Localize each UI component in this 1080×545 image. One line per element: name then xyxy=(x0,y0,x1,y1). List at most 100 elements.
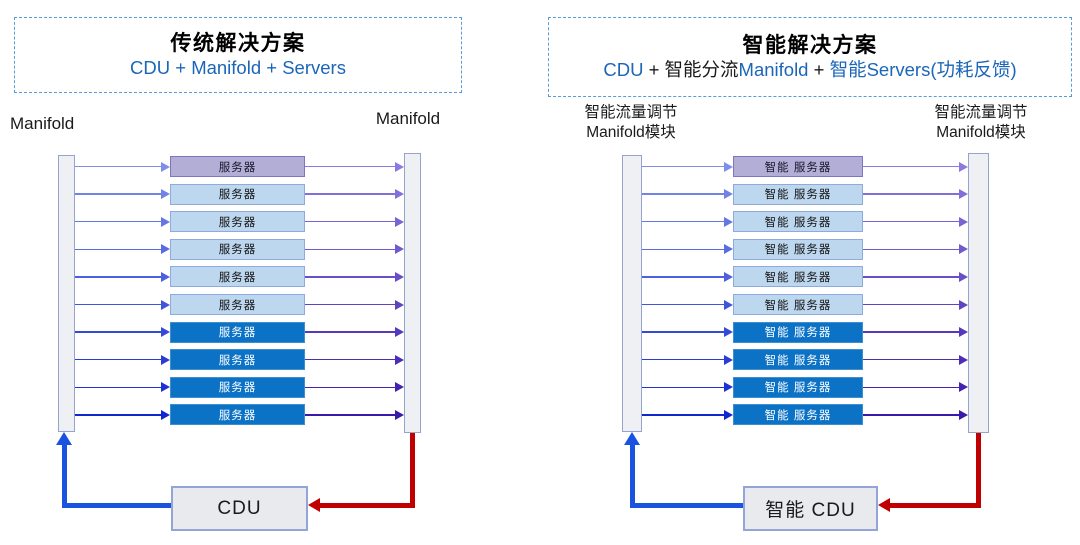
return-loop-arrowhead-icon xyxy=(878,498,890,512)
subtitle-segment: 智能分流 xyxy=(664,59,739,81)
manifold-label-line: Manifold模块 xyxy=(586,124,676,142)
supply-loop-vertical xyxy=(629,443,635,508)
server-box: 服务器 xyxy=(170,266,305,288)
return-loop-vertical xyxy=(409,433,415,508)
supply-arrowhead-icon xyxy=(724,244,733,255)
return-line xyxy=(305,248,396,251)
supply-arrowhead-icon xyxy=(161,271,170,282)
supply-arrowhead-icon xyxy=(724,327,733,338)
supply-arrowhead-icon xyxy=(724,382,733,393)
return-arrowhead-icon xyxy=(395,189,404,200)
server-box: 服务器 xyxy=(170,321,305,343)
subtitle-segment: CDU + Manifold + Servers xyxy=(130,57,346,79)
return-arrowhead-icon xyxy=(395,354,404,365)
return-line xyxy=(863,386,960,389)
manifold-label-line: 智能流量调节 xyxy=(934,104,1028,121)
server-box: 智能 服务器 xyxy=(733,266,863,288)
return-line xyxy=(863,220,960,223)
return-arrowhead-icon xyxy=(395,382,404,393)
subtitle-segment: CDU xyxy=(603,59,649,81)
supply-line xyxy=(75,165,162,168)
return-arrowhead-icon xyxy=(395,299,404,310)
return-arrowhead-icon xyxy=(959,327,968,338)
server-label: 智能 服务器 xyxy=(764,382,832,395)
supply-line xyxy=(75,220,162,223)
return-loop-horizontal xyxy=(319,502,415,508)
server-box: 智能 服务器 xyxy=(733,321,863,343)
server-box: 服务器 xyxy=(170,294,305,315)
server-label: 服务器 xyxy=(218,354,257,367)
supply-line xyxy=(642,193,725,195)
return-loop-horizontal xyxy=(889,502,981,508)
supply-loop-horizontal xyxy=(629,502,743,508)
supply-arrowhead-icon xyxy=(724,409,733,420)
server-label: 服务器 xyxy=(218,382,257,395)
server-box: 智能 服务器 xyxy=(733,404,863,426)
supply-arrowhead-icon xyxy=(161,409,170,420)
return-loop-vertical xyxy=(975,433,981,508)
supply-arrowhead-icon xyxy=(161,244,170,255)
server-label: 服务器 xyxy=(218,271,257,284)
return-arrowhead-icon xyxy=(395,409,404,420)
server-label: 服务器 xyxy=(218,216,257,229)
server-label: 智能 服务器 xyxy=(764,327,832,340)
subtitle-segment: + xyxy=(648,59,665,81)
manifold-bar-right xyxy=(404,153,421,433)
server-label: 智能 服务器 xyxy=(764,161,832,174)
return-line xyxy=(305,220,396,223)
supply-line xyxy=(75,248,162,251)
supply-line xyxy=(642,414,725,416)
return-arrowhead-icon xyxy=(959,161,968,172)
server-label: 智能 服务器 xyxy=(764,409,832,422)
return-line xyxy=(863,248,960,251)
server-label: 智能 服务器 xyxy=(764,244,832,257)
supply-line xyxy=(642,358,725,361)
return-line xyxy=(863,303,960,306)
return-arrowhead-icon xyxy=(959,244,968,255)
manifold-label-left: Manifold xyxy=(10,113,130,135)
return-line xyxy=(305,358,396,361)
cdu-label: 智能 CDU xyxy=(765,500,856,521)
return-arrowhead-icon xyxy=(959,271,968,282)
return-arrowhead-icon xyxy=(959,354,968,365)
server-label: 服务器 xyxy=(218,299,257,312)
return-line xyxy=(305,276,396,278)
solution-title-box: 传统解决方案 CDU + Manifold + Servers xyxy=(14,17,462,93)
server-box: 服务器 xyxy=(170,349,305,371)
server-label: 服务器 xyxy=(218,161,257,174)
return-arrowhead-icon xyxy=(395,271,404,282)
supply-line xyxy=(75,276,162,278)
supply-arrowhead-icon xyxy=(724,189,733,200)
supply-arrowhead-icon xyxy=(724,216,733,227)
server-label: 服务器 xyxy=(218,327,257,340)
supply-arrowhead-icon xyxy=(161,216,170,227)
supply-line xyxy=(75,303,162,306)
supply-arrowhead-icon xyxy=(724,271,733,282)
return-line xyxy=(305,414,396,416)
solution-subtitle: CDU + Manifold + Servers xyxy=(130,57,346,79)
return-arrowhead-icon xyxy=(959,216,968,227)
supply-line xyxy=(75,386,162,389)
supply-line xyxy=(642,165,725,168)
return-line xyxy=(305,193,396,195)
supply-loop-arrowhead-icon xyxy=(624,432,640,445)
server-box: 服务器 xyxy=(170,238,305,260)
supply-arrowhead-icon xyxy=(161,161,170,172)
manifold-bar-left xyxy=(622,155,642,432)
return-arrowhead-icon xyxy=(959,409,968,420)
cdu-box: 智能 CDU xyxy=(743,486,878,531)
server-box: 智能 服务器 xyxy=(733,349,863,371)
return-arrowhead-icon xyxy=(395,244,404,255)
return-line xyxy=(863,414,960,416)
server-box: 服务器 xyxy=(170,376,305,398)
server-box: 服务器 xyxy=(170,404,305,426)
server-box: 服务器 xyxy=(170,183,305,205)
server-box: 智能 服务器 xyxy=(733,183,863,205)
supply-line xyxy=(75,331,162,333)
manifold-label-line: Manifold xyxy=(10,114,75,133)
server-label: 智能 服务器 xyxy=(764,216,832,229)
supply-loop-horizontal xyxy=(61,502,171,508)
